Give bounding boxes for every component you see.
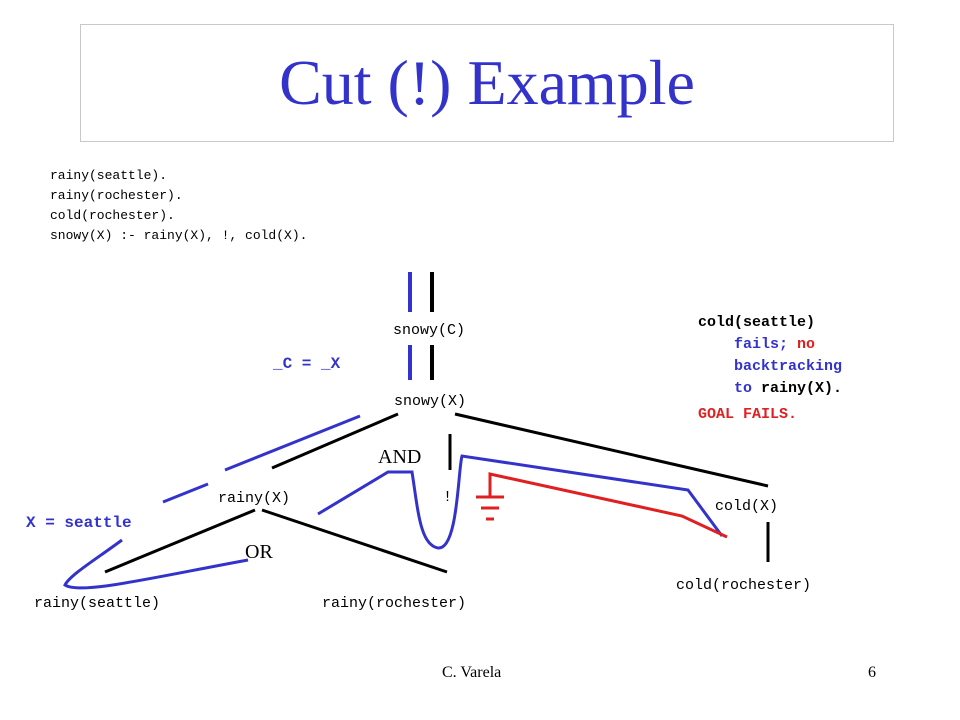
trace-down-to-rainy (224, 414, 361, 472)
code-line: cold(rochester). (50, 208, 175, 223)
trace-to-cut-and-cold (317, 454, 724, 550)
footer-page-number: 6 (868, 664, 876, 681)
title-box: Cut (!) Example (80, 24, 894, 142)
binding-label: X = seattle (26, 514, 132, 532)
edge-snowy-rainy (271, 412, 399, 470)
note-to: to (734, 380, 753, 397)
note-fails: fails; (734, 336, 789, 353)
edge-rainy-seattle (104, 508, 256, 574)
node-cut: ! (443, 489, 452, 506)
trace-down-to-binding (162, 482, 209, 504)
node-rainy-x: rainy(X) (218, 490, 290, 507)
note-rainy: rainy(X) (761, 380, 834, 397)
edge-rainy-rochester (261, 508, 448, 574)
leaf-rainy-seattle: rainy(seattle) (34, 595, 160, 612)
explanation-note: cold(seattle) fails; no backtracking to … (698, 312, 842, 426)
code-line: snowy(X) :- rainy(X), !, cold(X). (50, 228, 308, 243)
unifier-label: _C = _X (272, 355, 341, 373)
trace-failure (488, 472, 728, 539)
trace-seattle-loop (63, 538, 249, 590)
or-label: OR (245, 541, 273, 563)
leaf-rainy-rochester: rainy(rochester) (322, 595, 466, 612)
node-snowy-c: snowy(C) (393, 322, 465, 339)
code-line: rainy(rochester). (50, 188, 183, 203)
leaf-cold-rochester: cold(rochester) (676, 577, 811, 594)
slide-title: Cut (!) Example (279, 47, 695, 118)
code-line: rainy(seattle). (50, 168, 168, 183)
edge-snowy-cold (454, 412, 769, 488)
note-period: . (833, 380, 843, 397)
goal-fails-label: GOAL FAILS. (698, 406, 798, 423)
note-line: fails; no (698, 334, 842, 356)
prolog-program: rainy(seattle). rainy(rochester). cold(r… (50, 166, 307, 246)
footer-author: C. Varela (442, 664, 502, 681)
and-label: AND (378, 446, 421, 468)
note-line: to rainy(X). (698, 378, 842, 400)
note-no: no (797, 336, 816, 353)
note-line: cold(seattle) (698, 314, 816, 331)
note-line: backtracking (734, 358, 843, 375)
node-cold-x: cold(X) (715, 498, 778, 515)
node-snowy-x: snowy(X) (394, 393, 466, 410)
